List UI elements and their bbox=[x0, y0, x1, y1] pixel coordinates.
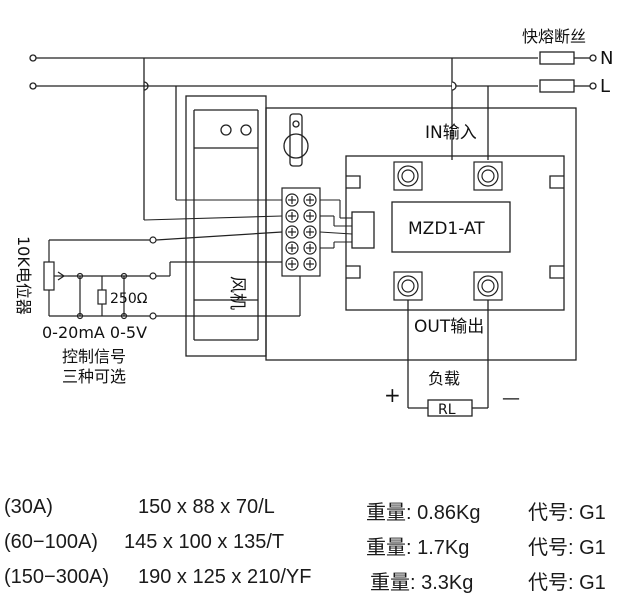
fan-label: 风机 bbox=[227, 276, 247, 310]
mount-hole-1 bbox=[220, 124, 232, 136]
ssr-terminals bbox=[393, 161, 503, 301]
spec-weight: 重量: 3.3Kg bbox=[370, 572, 474, 594]
spec-row: (60−100A) 145 x 100 x 135/T 重量: 1.7Kg 代号… bbox=[0, 531, 636, 559]
fuse-n bbox=[539, 51, 575, 65]
load-resistor bbox=[427, 399, 473, 417]
spec-weight: 重量: 1.7Kg bbox=[366, 537, 470, 559]
control-label-1: 控制信号 bbox=[62, 347, 126, 366]
ssr-module bbox=[345, 155, 565, 311]
spec-code: 代号: G1 bbox=[528, 502, 606, 524]
spec-dims: 150 x 88 x 70/L bbox=[138, 496, 275, 518]
terminal-n bbox=[589, 54, 597, 62]
l-label: L bbox=[600, 76, 610, 97]
control-wiring bbox=[143, 199, 353, 249]
terminal-screw bbox=[285, 209, 299, 223]
spec-dims: 145 x 100 x 135/T bbox=[124, 531, 285, 553]
plus-label: + bbox=[384, 383, 401, 407]
spec-row: (150−300A) 190 x 125 x 210/YF 重量: 3.3Kg … bbox=[0, 566, 636, 594]
spec-weight: 重量: 0.86Kg bbox=[366, 502, 481, 524]
resistor-label: 250Ω bbox=[110, 291, 148, 307]
potentiometer bbox=[43, 261, 55, 291]
terminal-screw bbox=[303, 209, 317, 223]
spec-range: (30A) bbox=[4, 496, 53, 518]
mount-hole-2 bbox=[240, 124, 252, 136]
control-label-2: 三种可选 bbox=[62, 367, 126, 386]
terminal-screw bbox=[285, 241, 299, 255]
model-label: MZD1-AT bbox=[408, 219, 485, 239]
terminal-block bbox=[281, 187, 321, 277]
n-label: N bbox=[600, 48, 613, 69]
signal-range-label: 0-20mA 0-5V bbox=[42, 323, 147, 342]
terminal-screw bbox=[303, 225, 317, 239]
spec-code: 代号: G1 bbox=[528, 537, 606, 559]
load-circuit bbox=[407, 300, 489, 417]
spec-row: (30A) 150 x 88 x 70/L 重量: 0.86Kg 代号: G1 bbox=[0, 496, 636, 524]
signal-wiring bbox=[43, 231, 301, 320]
load-label: 负载 bbox=[428, 369, 460, 388]
terminal-screw bbox=[285, 193, 299, 207]
out-label: OUT输出 bbox=[414, 317, 484, 337]
minus-label: — bbox=[502, 388, 520, 409]
terminal-screw bbox=[303, 193, 317, 207]
heatsink-fan bbox=[185, 95, 267, 357]
terminal-l bbox=[589, 82, 597, 90]
spec-range: (60−100A) bbox=[4, 531, 98, 553]
terminal-screw bbox=[285, 257, 299, 271]
spec-dims: 190 x 125 x 210/YF bbox=[138, 566, 312, 588]
spec-code: 代号: G1 bbox=[528, 572, 606, 594]
terminal-screw bbox=[303, 257, 317, 271]
power-lines bbox=[32, 51, 597, 220]
terminal-screw bbox=[303, 241, 317, 255]
spec-range: (150−300A) bbox=[4, 566, 110, 588]
in-label: IN输入 bbox=[425, 123, 477, 143]
fuse-l bbox=[539, 79, 575, 93]
base-plate bbox=[265, 107, 577, 361]
pot-label: 10K电位器 bbox=[14, 236, 33, 315]
terminal-screw bbox=[285, 225, 299, 239]
rl-label: RL bbox=[438, 402, 456, 418]
fuse-label: 快熔断丝 bbox=[522, 27, 586, 46]
